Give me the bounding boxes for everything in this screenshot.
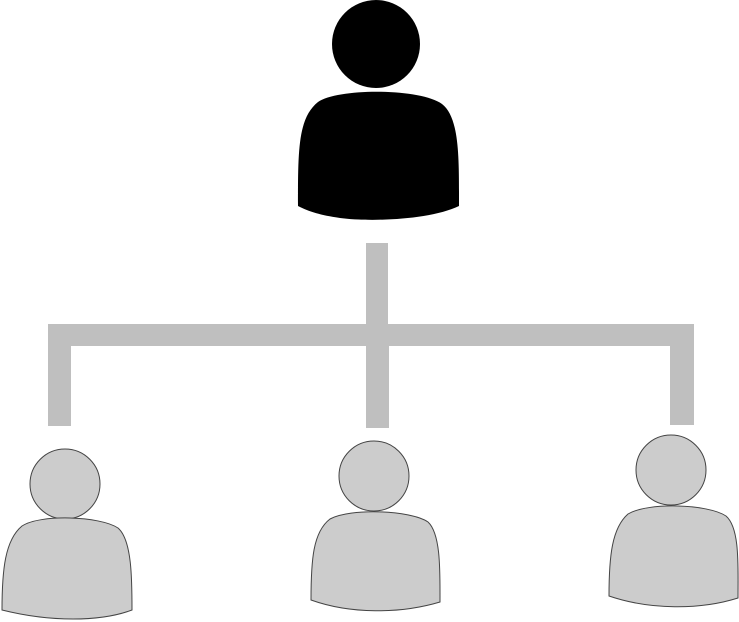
member-body <box>1 517 133 620</box>
connector-drop-left <box>48 324 71 426</box>
member-head <box>29 448 101 520</box>
member-body <box>608 505 739 608</box>
member-body <box>310 511 441 612</box>
connector-stem <box>366 243 388 327</box>
member-person-icon-left <box>1 448 133 620</box>
member-person-icon-center <box>310 440 441 612</box>
member-head <box>635 434 707 506</box>
member-head <box>338 440 410 512</box>
leader-body <box>298 91 460 220</box>
connector-drop-center <box>366 324 389 428</box>
connector-drop-right <box>670 324 694 425</box>
leader-head <box>332 0 420 88</box>
member-person-icon-right <box>608 434 739 608</box>
connectors <box>48 243 694 428</box>
leader-person-icon <box>298 0 460 220</box>
